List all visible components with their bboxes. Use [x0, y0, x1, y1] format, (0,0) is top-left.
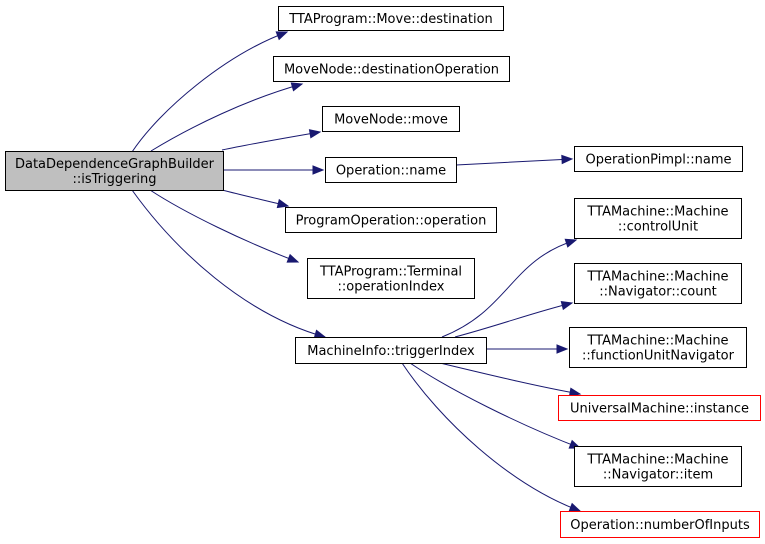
edge-trigger_index-to-control_unit: [441, 238, 578, 338]
node-label: OperationPimpl::name: [585, 153, 731, 168]
edge-line: [149, 189, 299, 263]
node-trigger-index[interactable]: MachineInfo::triggerIndex: [295, 337, 487, 364]
edge-root-to-operation_name: [223, 165, 325, 175]
node-label: UniversalMachine::instance: [570, 402, 749, 417]
edge-line: [409, 362, 581, 449]
edge-root-to-program_operation: [221, 189, 290, 209]
edge-arrowhead: [560, 300, 574, 311]
node-box: [558, 395, 761, 421]
node-label: ProgramOperation::operation: [296, 214, 487, 229]
edge-root-to-dest_operation: [150, 82, 304, 152]
node-program-operation[interactable]: ProgramOperation::operation: [285, 207, 497, 233]
node-label: ::isTriggering: [72, 172, 156, 187]
node-label: MachineInfo::triggerIndex: [307, 344, 475, 359]
node-box: [322, 106, 460, 132]
node-navigator-count[interactable]: TTAMachine::Machine::Navigator::count: [574, 263, 742, 304]
node-fu-navigator[interactable]: TTAMachine::Machine::functionUnitNavigat…: [569, 327, 747, 368]
edge-arrowhead: [312, 165, 325, 175]
edge-line: [454, 302, 573, 338]
node-box: [574, 263, 742, 304]
edge-arrowhead: [275, 31, 289, 41]
node-move-destination[interactable]: TTAProgram::Move::destination: [278, 6, 504, 31]
node-label: Operation::numberOfInputs: [570, 518, 750, 533]
edge-operation_name-to-pimpl_name: [455, 154, 574, 166]
node-box: [569, 327, 747, 368]
node-label: ::operationIndex: [338, 280, 445, 295]
node-label: MoveNode::move: [334, 113, 448, 128]
node-dest-operation[interactable]: MoveNode::destinationOperation: [273, 56, 510, 82]
node-box: [574, 146, 743, 172]
edge-line: [150, 83, 303, 152]
edge-trigger_index-to-navigator_count: [454, 300, 574, 338]
node-navigator-item[interactable]: TTAMachine::Machine::Navigator::item: [574, 446, 742, 487]
node-box: [560, 511, 760, 538]
node-operation-index[interactable]: TTAProgram::Terminal::operationIndex: [307, 258, 475, 299]
node-box: [295, 337, 487, 364]
node-box: [278, 6, 504, 31]
node-control-unit[interactable]: TTAMachine::Machine::controlUnit: [574, 198, 742, 239]
edge-line: [221, 131, 321, 151]
node-label: ::Navigator::item: [603, 468, 713, 483]
node-um-instance[interactable]: UniversalMachine::instance: [558, 395, 761, 421]
edge-arrowhead: [561, 154, 574, 165]
edge-root-to-movenode_move: [221, 129, 322, 151]
node-box: [285, 207, 497, 233]
node-label: TTAMachine::Machine: [586, 334, 728, 349]
edge-arrowhead: [276, 198, 290, 209]
edge-root-to-operation_index: [149, 189, 300, 263]
edge-line: [131, 31, 288, 153]
node-box: [325, 157, 457, 183]
node-number-of-inputs[interactable]: Operation::numberOfInputs: [560, 511, 760, 538]
node-box: [574, 198, 742, 239]
node-movenode-move[interactable]: MoveNode::move: [322, 106, 460, 132]
edge-arrowhead: [313, 329, 327, 339]
node-box: [273, 56, 510, 82]
edge-line: [439, 362, 581, 395]
edge-line: [131, 189, 326, 338]
node-label: TTAMachine::Machine: [586, 453, 728, 468]
call-nodes: DataDependenceGraphBuilder::isTriggering…: [5, 6, 761, 538]
node-label: DataDependenceGraphBuilder: [15, 157, 215, 172]
edge-arrowhead: [568, 502, 582, 512]
node-label: Operation::name: [336, 164, 446, 179]
edge-root-to-move_destination: [131, 31, 289, 153]
edge-trigger_index-to-um_instance: [439, 362, 582, 397]
node-label: MoveNode::destinationOperation: [284, 63, 499, 78]
edge-arrowhead: [290, 82, 304, 92]
node-label: ::functionUnitNavigator: [582, 349, 735, 364]
node-label: ::Navigator::count: [599, 285, 717, 300]
edge-arrowhead: [568, 387, 582, 397]
edge-arrowhead: [308, 129, 322, 139]
node-operation-name[interactable]: Operation::name: [325, 157, 457, 183]
node-label: TTAMachine::Machine: [586, 205, 728, 220]
edge-line: [401, 362, 581, 512]
node-box: [5, 151, 224, 191]
node-box: [574, 446, 742, 487]
node-box: [307, 258, 475, 299]
node-label: TTAProgram::Move::destination: [288, 12, 493, 27]
edge-line: [441, 239, 577, 338]
node-label: TTAMachine::Machine: [586, 270, 728, 285]
node-pimpl-name[interactable]: OperationPimpl::name: [574, 146, 743, 172]
edge-trigger_index-to-fu_navigator: [486, 344, 569, 354]
edge-arrowhead: [286, 253, 300, 263]
node-label: ::controlUnit: [618, 220, 698, 235]
edge-arrowhead: [564, 238, 578, 248]
edge-line: [455, 158, 573, 166]
edge-arrowhead: [556, 344, 569, 354]
node-root[interactable]: DataDependenceGraphBuilder::isTriggering: [5, 151, 224, 191]
node-label: TTAProgram::Terminal: [319, 265, 462, 280]
